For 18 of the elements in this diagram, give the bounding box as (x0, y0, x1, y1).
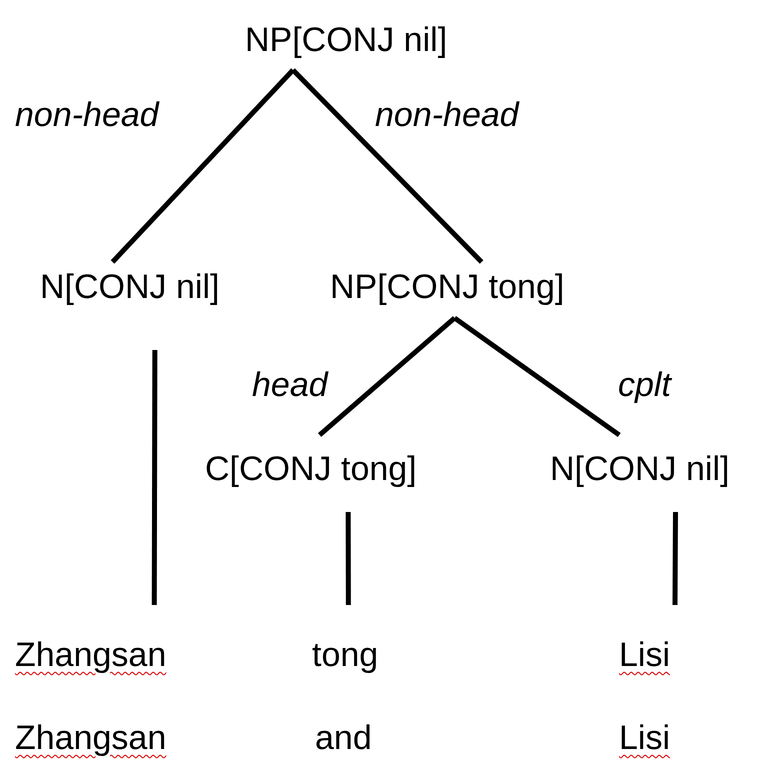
category-label: C[CONJ tong] (205, 449, 417, 489)
category-label: NP[CONJ nil] (245, 20, 448, 60)
tree-branch (453, 316, 621, 438)
word-label: Zhangsan (15, 635, 166, 675)
tree-branch (672, 512, 678, 606)
word-label: Lisi (619, 635, 670, 675)
category-label: N[CONJ nil] (40, 267, 220, 307)
gloss-label: and (315, 718, 372, 758)
tree-branch (152, 350, 158, 605)
tree-branch (318, 316, 456, 437)
tree-branch (291, 68, 484, 264)
tree-branch (346, 512, 351, 605)
category-label: NP[CONJ tong] (330, 267, 564, 307)
gloss-label: Lisi (619, 718, 670, 758)
category-label: N[CONJ nil] (550, 449, 730, 489)
gloss-label: Zhangsan (15, 718, 166, 758)
word-label: tong (312, 635, 378, 675)
tree-branch (110, 68, 295, 264)
